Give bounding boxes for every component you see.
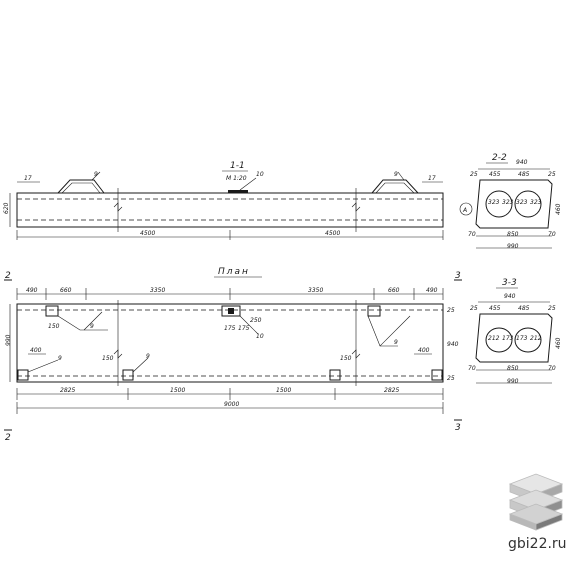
- plan-dim-bottom-4: 2825: [384, 387, 399, 394]
- callout-10: 10: [256, 171, 264, 178]
- plan-callout-10: 10: [256, 333, 264, 340]
- section-3-3: 3-3 940 25 25 455 485 212 173 173 212 46…: [468, 278, 562, 385]
- recess-bottom-right: [329, 369, 341, 381]
- plan-small-f: 150: [102, 355, 114, 362]
- tick-left-17: 17: [24, 175, 32, 182]
- recess-top-center: [221, 305, 241, 317]
- s33-gap-right: 485: [518, 305, 530, 312]
- plan-offset-right: 400: [418, 347, 430, 354]
- section-1-1: 1-1 М 1:20 9 10 9 17 17 620: [3, 161, 444, 240]
- s33-web-1: 212: [488, 335, 500, 342]
- s22-bottom-inner: 850: [507, 231, 519, 238]
- plan-cut-3-bottom: 3: [455, 423, 461, 433]
- plan-small-c: 175: [238, 325, 250, 332]
- callout-9-left: 9: [94, 171, 98, 178]
- recess-top-right: [367, 305, 381, 317]
- recess-bottom-left: [17, 369, 29, 381]
- s22-top-width: 940: [516, 159, 528, 166]
- s22-web-2: 323: [502, 199, 514, 206]
- plan-callout-9a: 9: [90, 323, 94, 330]
- recess-bottom-mid: [122, 369, 134, 381]
- s22-gap-left: 455: [489, 171, 501, 178]
- s33-gap-left: 455: [489, 305, 501, 312]
- plan-cut-2-top: 2: [5, 271, 11, 281]
- plan-dim-bottom-2: 1500: [170, 387, 185, 394]
- s33-top-width: 940: [504, 293, 516, 300]
- s22-height: 460: [555, 203, 562, 215]
- plan-dim-top-6: 490: [426, 287, 438, 294]
- detail-callout-a: [459, 202, 473, 216]
- slab-plan-body: [16, 303, 444, 383]
- plan-dim-bottom-3: 1500: [276, 387, 291, 394]
- plan-dim-bottom-1: 2825: [60, 387, 75, 394]
- s22-bottom-right: 70: [548, 231, 556, 238]
- plan-width: 990: [5, 334, 12, 346]
- plan-dim-top-3: 3350: [150, 287, 165, 294]
- recess-bottom-far-right: [431, 369, 443, 381]
- plan-side-label-2: 940: [447, 341, 459, 348]
- plan-cut-3-top: 3: [455, 271, 461, 281]
- s22-gap-right: 485: [518, 171, 530, 178]
- plan-title: План: [218, 267, 250, 277]
- plan-side-label-1: 25: [447, 307, 455, 314]
- slab-section-3-3: [475, 313, 553, 363]
- dim-half-left: 4500: [140, 230, 155, 237]
- plan-small-e: 250: [250, 317, 262, 324]
- plan-offset-left: 400: [30, 347, 42, 354]
- s33-web-3: 173: [516, 335, 528, 342]
- site-watermark: gbi22.ru: [508, 536, 567, 552]
- tick-right-17: 17: [428, 175, 436, 182]
- s33-right-top: 25: [548, 305, 556, 312]
- callout-9-right: 9: [394, 171, 398, 178]
- dim-half-right: 4500: [325, 230, 340, 237]
- s33-height: 460: [555, 337, 562, 349]
- section-1-1-title: 1-1: [230, 161, 245, 171]
- s22-right-top: 25: [548, 171, 556, 178]
- lifting-loop-left: [57, 179, 105, 194]
- s33-bottom-right: 70: [548, 365, 556, 372]
- slab-section-2-2: [475, 179, 553, 229]
- plan-total-length: 9000: [224, 401, 239, 408]
- stacked-slabs-icon: [508, 473, 564, 531]
- section-1-1-scale: М 1:20: [226, 175, 247, 182]
- s22-web-1: 323: [488, 199, 500, 206]
- s22-bottom-left: 70: [468, 231, 476, 238]
- plan-callout-9c: 9: [58, 355, 62, 362]
- plan-small-b: 175: [224, 325, 236, 332]
- s22-left-top: 25: [470, 171, 478, 178]
- plan-dim-top-5: 660: [388, 287, 400, 294]
- slab-elevation-body: [16, 192, 444, 228]
- plan-view: План 2 2 3 3 490 660 3350 3350 660 490: [4, 267, 462, 443]
- s33-web-4: 212: [530, 335, 542, 342]
- s33-web-2: 173: [502, 335, 514, 342]
- section-3-3-title: 3-3: [502, 278, 517, 288]
- s22-web-3: 323: [516, 199, 528, 206]
- plan-dim-top-2: 660: [60, 287, 72, 294]
- plan-small-a: 150: [48, 323, 60, 330]
- s33-bottom-inner: 850: [507, 365, 519, 372]
- section-2-2: 2-2 940 25 25 455 485 323 323 323 323 А …: [459, 153, 562, 250]
- plan-callout-9d: 9: [146, 353, 150, 360]
- recess-top-left: [45, 305, 59, 317]
- plan-cut-2-bottom: 2: [5, 433, 11, 443]
- dim-height-620: 620: [3, 202, 10, 214]
- plan-small-d: 150: [340, 355, 352, 362]
- s22-web-4: 323: [530, 199, 542, 206]
- plan-callout-9b: 9: [394, 339, 398, 346]
- s22-bottom-total: 990: [507, 243, 519, 250]
- plan-side-label-3: 25: [447, 375, 455, 382]
- s33-bottom-left: 70: [468, 365, 476, 372]
- s33-left-top: 25: [470, 305, 478, 312]
- plan-dim-top-4: 3350: [308, 287, 323, 294]
- lifting-loop-right: [371, 179, 419, 194]
- plan-dim-top-1: 490: [26, 287, 38, 294]
- s33-bottom-total: 990: [507, 378, 519, 385]
- section-2-2-title: 2-2: [492, 153, 507, 163]
- s22-circle-label: А: [462, 207, 467, 214]
